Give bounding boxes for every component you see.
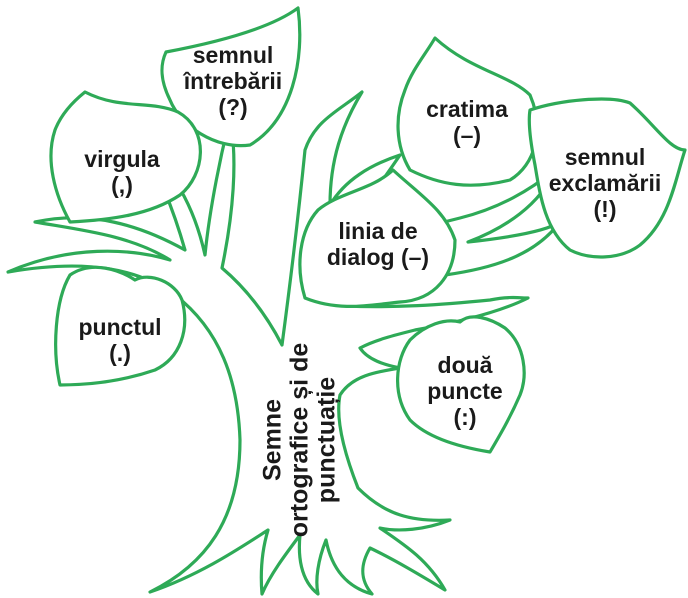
leaf-line: exclamării xyxy=(540,170,670,196)
leaf-line: (?) xyxy=(178,94,288,120)
leaf-line: întrebării xyxy=(178,68,288,94)
leaf-doua-puncte: două puncte (:) xyxy=(405,352,525,430)
trunk-label-line: Semne xyxy=(260,343,287,538)
leaf-line: virgula xyxy=(62,146,182,172)
trunk-label-line: ortografice și de xyxy=(287,343,314,538)
leaf-linia-de-dialog: linia de dialog (–) xyxy=(313,218,443,270)
leaf-line: semnul xyxy=(540,144,670,170)
leaf-line: punctul xyxy=(60,314,180,340)
leaf-line: (,) xyxy=(62,172,182,198)
leaf-line: dialog (–) xyxy=(313,244,443,270)
trunk-label-line: punctuație xyxy=(314,343,341,538)
leaf-line: (–) xyxy=(407,122,527,148)
leaf-punctul: punctul (.) xyxy=(60,314,180,366)
leaf-line: cratima xyxy=(407,96,527,122)
leaf-semnul-exclamarii: semnul exclamării (!) xyxy=(540,144,670,222)
leaf-line: linia de xyxy=(313,218,443,244)
leaf-virgula: virgula (,) xyxy=(62,146,182,198)
leaf-line: (!) xyxy=(540,196,670,222)
leaf-line: (.) xyxy=(60,340,180,366)
leaf-line: semnul xyxy=(178,42,288,68)
leaf-line: (:) xyxy=(405,404,525,430)
leaf-semnul-intrebarii: semnul întrebării (?) xyxy=(178,42,288,120)
leaf-line: două xyxy=(405,352,525,378)
leaf-cratima: cratima (–) xyxy=(407,96,527,148)
leaf-line: puncte xyxy=(405,378,525,404)
